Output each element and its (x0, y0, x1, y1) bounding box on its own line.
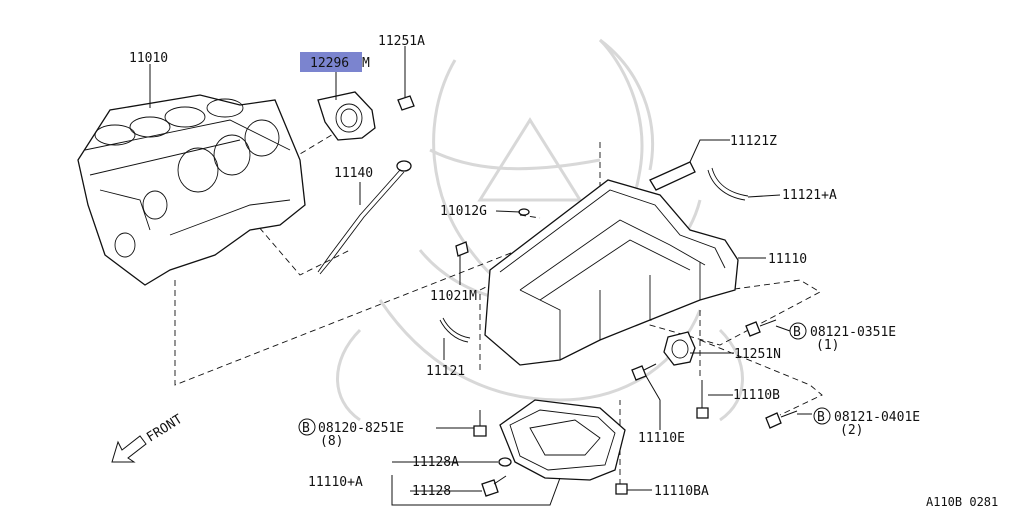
label-08120-8251e[interactable]: 08120-8251E (318, 421, 404, 436)
plug-11021m[interactable] (455, 241, 469, 257)
label-11121z[interactable]: 11121Z (730, 134, 777, 149)
label-11121[interactable]: 11121 (426, 364, 465, 379)
label-11110a[interactable]: 11110+A (308, 475, 363, 490)
bolt-marker-2: B (817, 410, 825, 425)
label-08121-0401e[interactable]: 08121-0401E (834, 410, 920, 425)
gasket-11121a[interactable] (707, 167, 749, 201)
part-labels: 11010 12296 M 11251A 11140 11012G 11021M… (129, 34, 920, 499)
reference-code: A110B 0281 (926, 495, 998, 509)
washer-11128a[interactable] (498, 457, 512, 467)
bolt-08120-8251e[interactable] (473, 410, 487, 437)
label-11128[interactable]: 11128 (412, 484, 451, 499)
label-11110[interactable]: 11110 (768, 252, 807, 267)
cover-11251n[interactable] (663, 331, 696, 366)
label-11251n[interactable]: 11251N (734, 347, 781, 362)
qty-08121-0401e: (2) (840, 423, 863, 438)
bolt-marker-circle (789, 322, 807, 340)
seal-retainer-12296m[interactable] (317, 91, 376, 141)
drain-plug-11012g[interactable] (518, 208, 530, 216)
label-11251a[interactable]: 11251A (378, 34, 425, 49)
label-11128a[interactable]: 11128A (412, 455, 459, 470)
label-12296[interactable]: 12296 (310, 56, 349, 71)
bolt-marker-circle (813, 407, 831, 425)
label-11010[interactable]: 11010 (129, 51, 168, 66)
label-11140[interactable]: 11140 (334, 166, 373, 181)
label-11110e[interactable]: 11110E (638, 431, 685, 446)
drain-bolt-11128[interactable] (481, 475, 507, 497)
front-direction-indicator: FRONT (111, 412, 185, 463)
label-12296-suffix: M (362, 56, 370, 71)
label-11110ba[interactable]: 11110BA (654, 484, 709, 499)
cylinder-block-11010[interactable] (77, 94, 306, 286)
front-label: FRONT (144, 412, 185, 446)
bolt-11110ba[interactable] (615, 483, 628, 495)
leader-lines (149, 46, 812, 506)
gasket-11121[interactable] (439, 317, 471, 343)
bolt-marker-3: B (302, 421, 310, 436)
gasket-11121z[interactable] (649, 161, 696, 191)
label-11121a[interactable]: 11121+A (782, 188, 837, 203)
bolt-08121-0401e[interactable] (765, 410, 798, 429)
highlight-12296 (300, 52, 362, 72)
label-11110b[interactable]: 11110B (733, 388, 780, 403)
dipstick-11140[interactable] (317, 160, 412, 275)
front-arrow-icon (111, 435, 147, 463)
label-11021m[interactable]: 11021M (430, 289, 477, 304)
bolt-11110b[interactable] (696, 380, 709, 419)
upper-oil-pan-11110[interactable] (484, 179, 739, 366)
bolt-08121-0351e[interactable] (745, 319, 777, 337)
qty-08121-0351e: (1) (816, 338, 839, 353)
label-11012g[interactable]: 11012G (440, 204, 487, 219)
bolt-11251a[interactable] (397, 70, 415, 111)
bolt-marker-1: B (793, 325, 801, 340)
qty-08120-8251e: (8) (320, 434, 343, 449)
lower-oil-pan-11110a[interactable] (499, 399, 626, 481)
label-08121-0351e[interactable]: 08121-0351E (810, 325, 896, 340)
bolt-marker-circle (298, 418, 316, 436)
